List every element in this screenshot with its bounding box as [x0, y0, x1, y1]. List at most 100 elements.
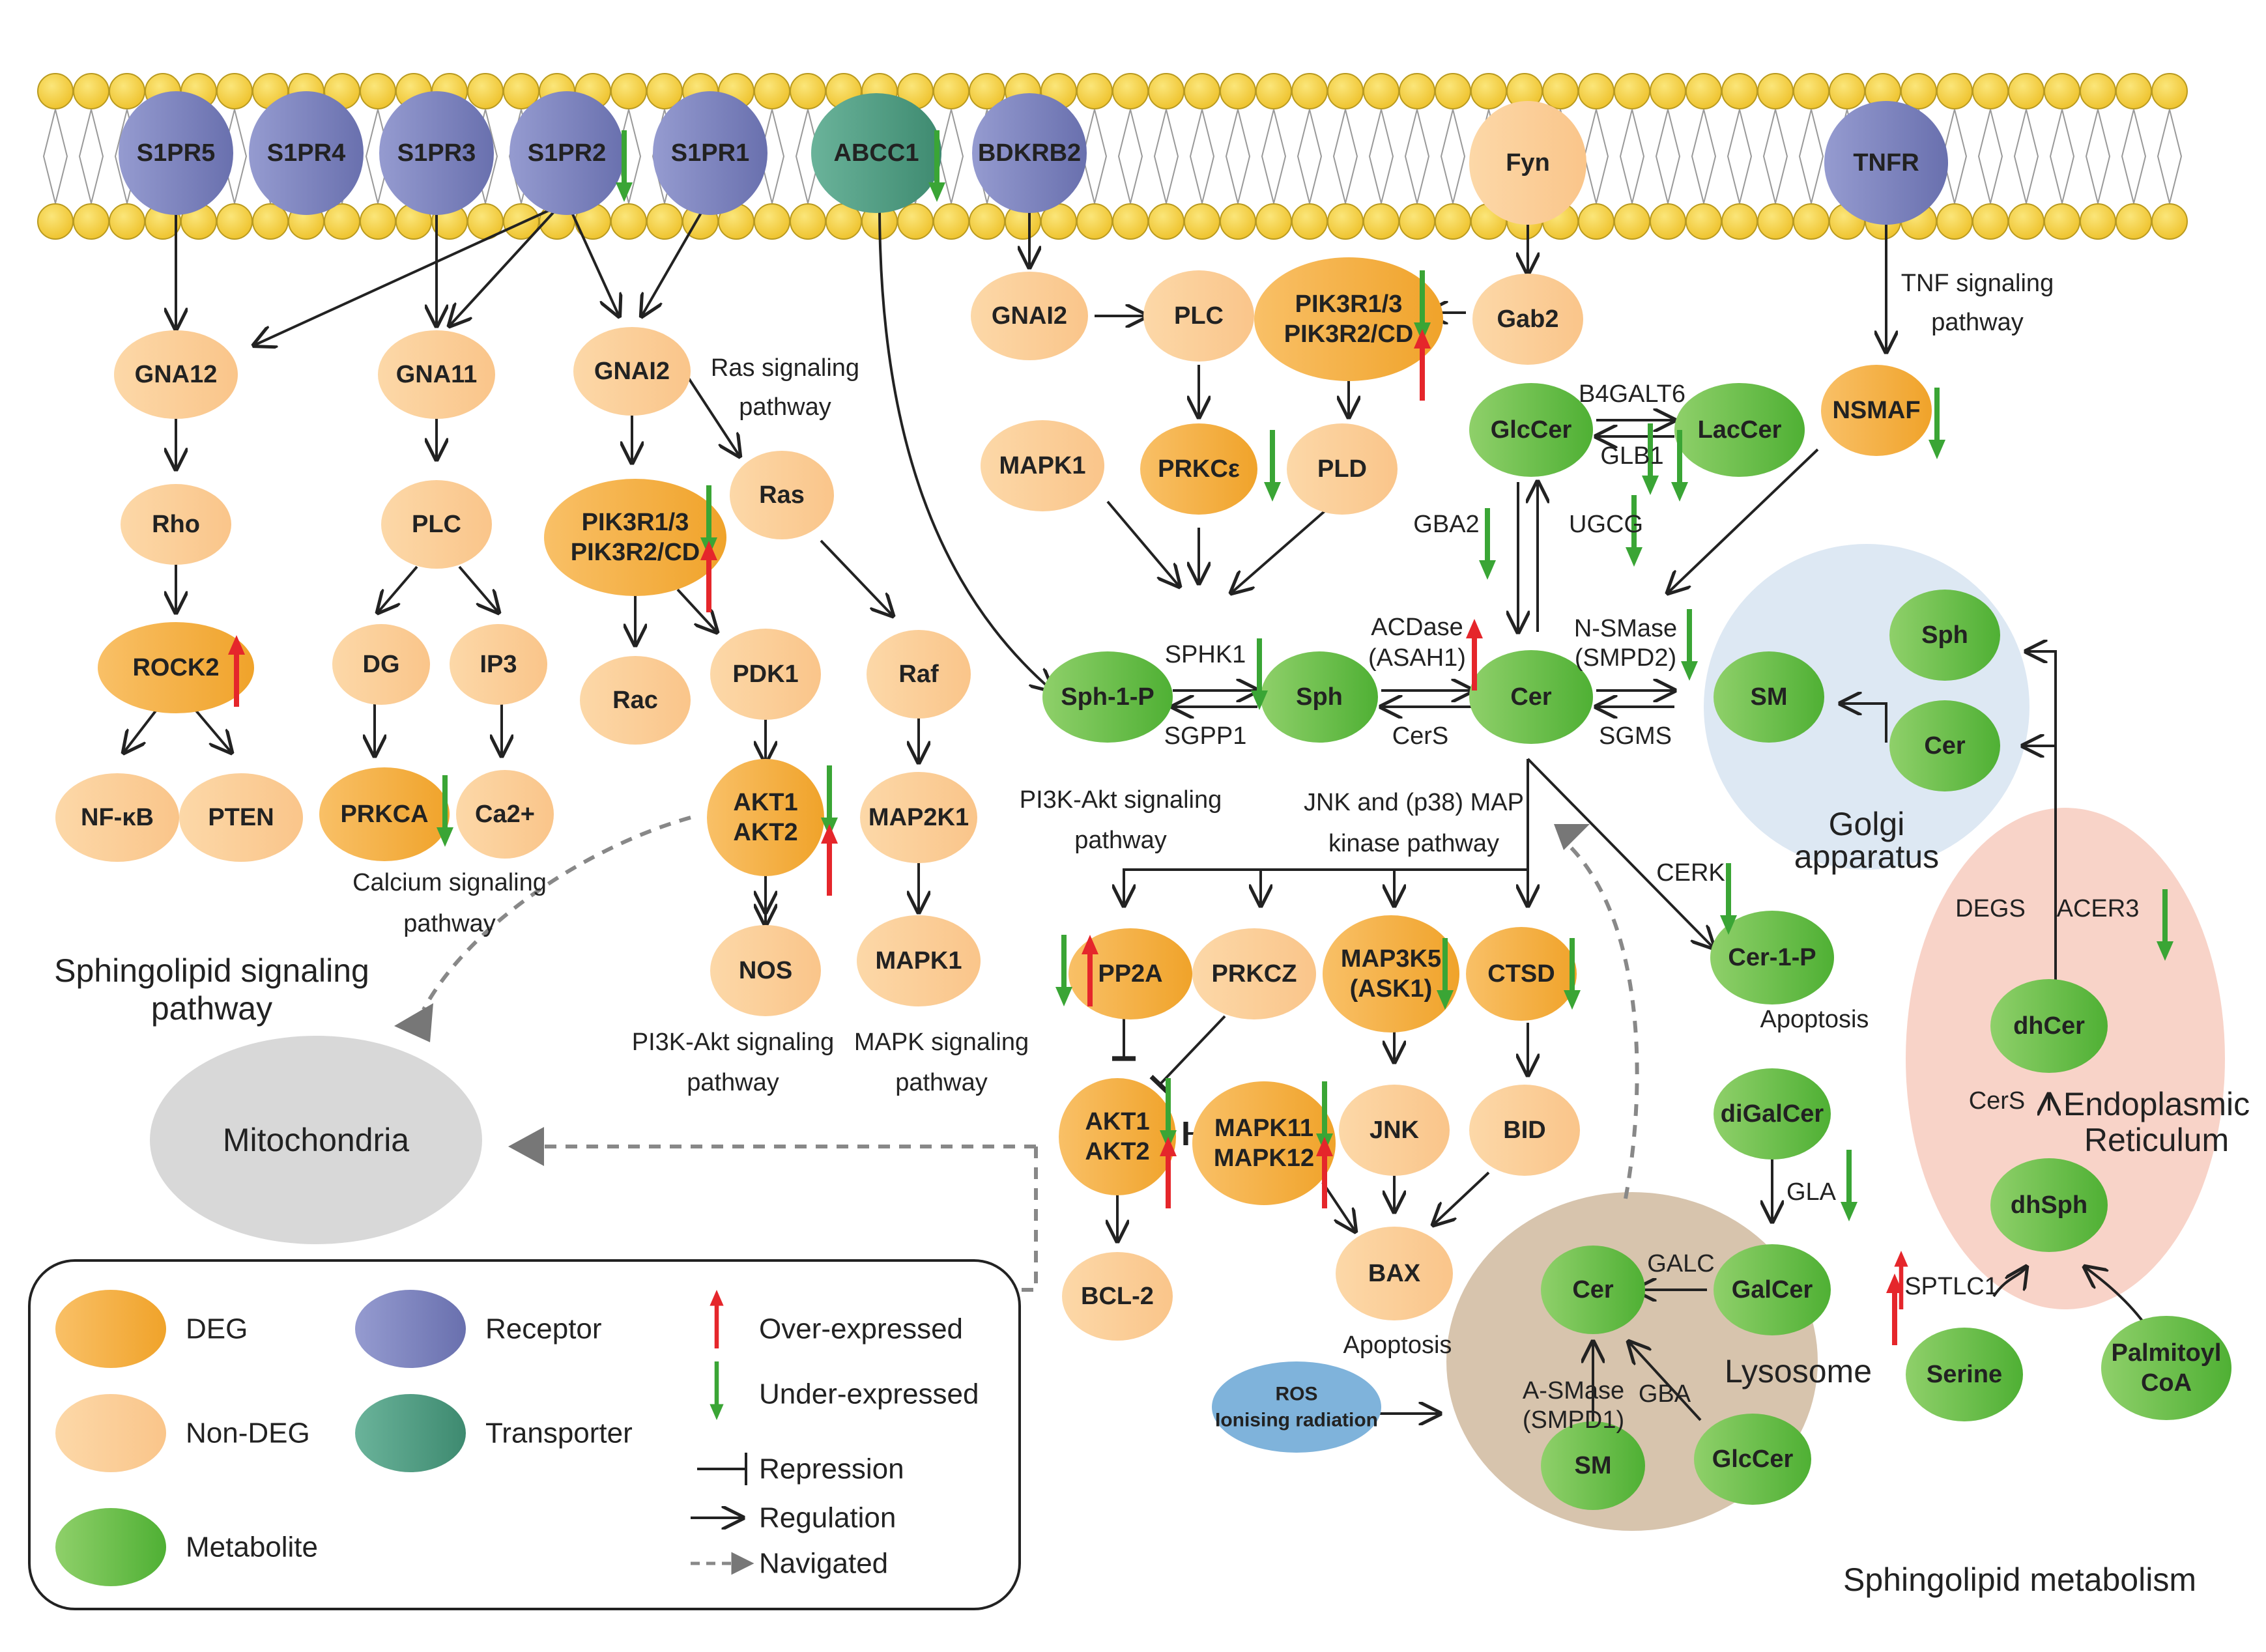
node-pld-shape [1287, 423, 1398, 515]
pi3k-bot1-label: PI3K-Akt signaling [632, 1029, 835, 1056]
metabolite-sph: Sph [1261, 651, 1378, 743]
nsmase1-label: N-SMase [1574, 615, 1677, 642]
node-nfkb-shape [55, 773, 179, 862]
lipid-head [1757, 73, 1794, 109]
metabolite-cer-shape [1889, 700, 2000, 791]
receptor-s1pr4-label: S1PR4 [267, 139, 345, 167]
node-nfkb-label: NF-κB [81, 804, 154, 831]
node-bid-shape [1469, 1085, 1580, 1176]
lipid-tail [1225, 109, 1251, 204]
metabolite-glccer-shape [1694, 1414, 1811, 1505]
legend-repression: Repression [759, 1453, 904, 1485]
down-arrow-icon [1479, 508, 1496, 580]
node-rho-label: Rho [152, 511, 200, 538]
asmase2-label: (SMPD1) [1523, 1406, 1624, 1434]
lipid-head [933, 73, 969, 109]
receptor-s1pr5-shape [119, 91, 233, 215]
lipid-tail [1368, 109, 1394, 204]
mitochondria-label: Mitochondria [223, 1122, 409, 1158]
lipid-tail [1153, 109, 1179, 204]
navigated-edges [422, 816, 1639, 1292]
metabolite-cer-label: Cer [1924, 732, 1966, 760]
node-prkce-shape [1140, 423, 1257, 515]
node-fyn-label: Fyn [1506, 149, 1550, 177]
transporter-abcc1-label: ABCC1 [834, 139, 919, 167]
metabolite-sph-label: Sph [1296, 683, 1343, 711]
node-bcl2: BCL-2 [1062, 1252, 1173, 1341]
lipid-tail [1440, 109, 1466, 204]
node-prkcz-shape [1192, 928, 1316, 1019]
metabolite-cer-shape [1541, 1246, 1645, 1334]
node-plc-shape [381, 480, 492, 569]
acer3-label: ACER3 [2057, 895, 2140, 922]
transporter-abcc1-shape [811, 93, 941, 213]
legend-nondeg: Non-DEG [186, 1417, 310, 1449]
receptor-bdkrb2-shape [972, 93, 1087, 213]
nsmase2-label: (SMPD2) [1575, 644, 1676, 672]
lipid-head [1721, 203, 1758, 240]
legend-transporter-swatch [355, 1394, 466, 1472]
lipid-head [1542, 73, 1579, 109]
metabolite-glccer-label: GlcCer [1712, 1445, 1794, 1473]
node-akt-shape [1059, 1078, 1176, 1195]
metabolite-cer1p-label: Cer-1-P [1728, 944, 1816, 971]
lysosome-label: Lysosome [1725, 1353, 1872, 1389]
node-ras-label: Ras [759, 481, 805, 509]
metabolite-dhcer-label: dhCer [2013, 1012, 2085, 1040]
node-gnai2: GNAI2 [971, 272, 1088, 360]
lipid-head [1829, 73, 1865, 109]
mapk-path1-label: MAPK signaling [854, 1029, 1029, 1056]
lipid-head [969, 203, 1005, 240]
node-jnk-shape [1339, 1085, 1450, 1176]
navigated-arrowhead [1554, 824, 1590, 850]
metabolite-laccer-shape [1674, 383, 1805, 477]
receptor-bdkrb2-label: BDKRB2 [978, 139, 1081, 167]
metabolite-dhsph-shape [1990, 1158, 2108, 1252]
metabolite-sm-label: SM [1575, 1452, 1612, 1479]
node-pik3r-label: PIK3R2/CD [1284, 320, 1414, 348]
node-pten: PTEN [179, 773, 303, 862]
lipid-tail [1082, 109, 1108, 204]
mitochondria [150, 1036, 482, 1244]
lipid-head [2115, 203, 2152, 240]
node-ip3: IP3 [450, 624, 547, 705]
lipid-head [754, 203, 790, 240]
lipid-head [109, 73, 145, 109]
node-jnk-label: JNK [1370, 1117, 1420, 1144]
lipid-tail [1117, 109, 1143, 204]
tnf1-label: TNF signaling [1901, 270, 2054, 297]
metabolite-glccer-shape [1469, 383, 1593, 477]
node-nos: NOS [710, 925, 821, 1016]
mapk-path2-label: pathway [895, 1069, 988, 1096]
metabolite-sph-shape [1889, 590, 2000, 681]
lipid-tail [938, 109, 964, 204]
lipid-head [2115, 73, 2152, 109]
legend-nondeg-swatch [55, 1394, 166, 1472]
lipid-head [1900, 73, 1937, 109]
metabolite-serine-label: Serine [1927, 1361, 2002, 1388]
lipid-head [1112, 203, 1149, 240]
node-mapk1-shape [981, 420, 1104, 511]
lipid-head [109, 203, 145, 240]
node-gab2: Gab2 [1472, 274, 1583, 365]
node-rho-shape [121, 484, 231, 565]
ros-label: ROS [1275, 1384, 1317, 1405]
lipid-tail [1261, 109, 1287, 204]
node-bcl2-shape [1062, 1252, 1173, 1341]
node-gnai2: GNAI2 [573, 327, 691, 416]
node-pik3r-label: PIK3R1/3 [582, 509, 689, 536]
node-map3k5-shape [1323, 915, 1459, 1032]
calcium2-label: pathway [403, 910, 496, 937]
node-nsmaf: NSMAF [1821, 365, 1932, 456]
metabolite-dhsph: dhSph [1990, 1158, 2108, 1252]
node-prkca: PRKCA [319, 767, 450, 861]
receptor-tnfr: TNFR [1824, 101, 1948, 225]
metabolite-cer: Cer [1541, 1246, 1645, 1334]
node-nos-label: NOS [739, 957, 792, 984]
metabolite-serine: Serine [1906, 1328, 2023, 1421]
sgpp1-label: SGPP1 [1164, 722, 1247, 750]
sphingo-sig1-label: Sphingolipid signaling [54, 952, 369, 989]
metabolite-cer1p-shape [1710, 911, 1834, 1004]
lipid-head [360, 73, 396, 109]
